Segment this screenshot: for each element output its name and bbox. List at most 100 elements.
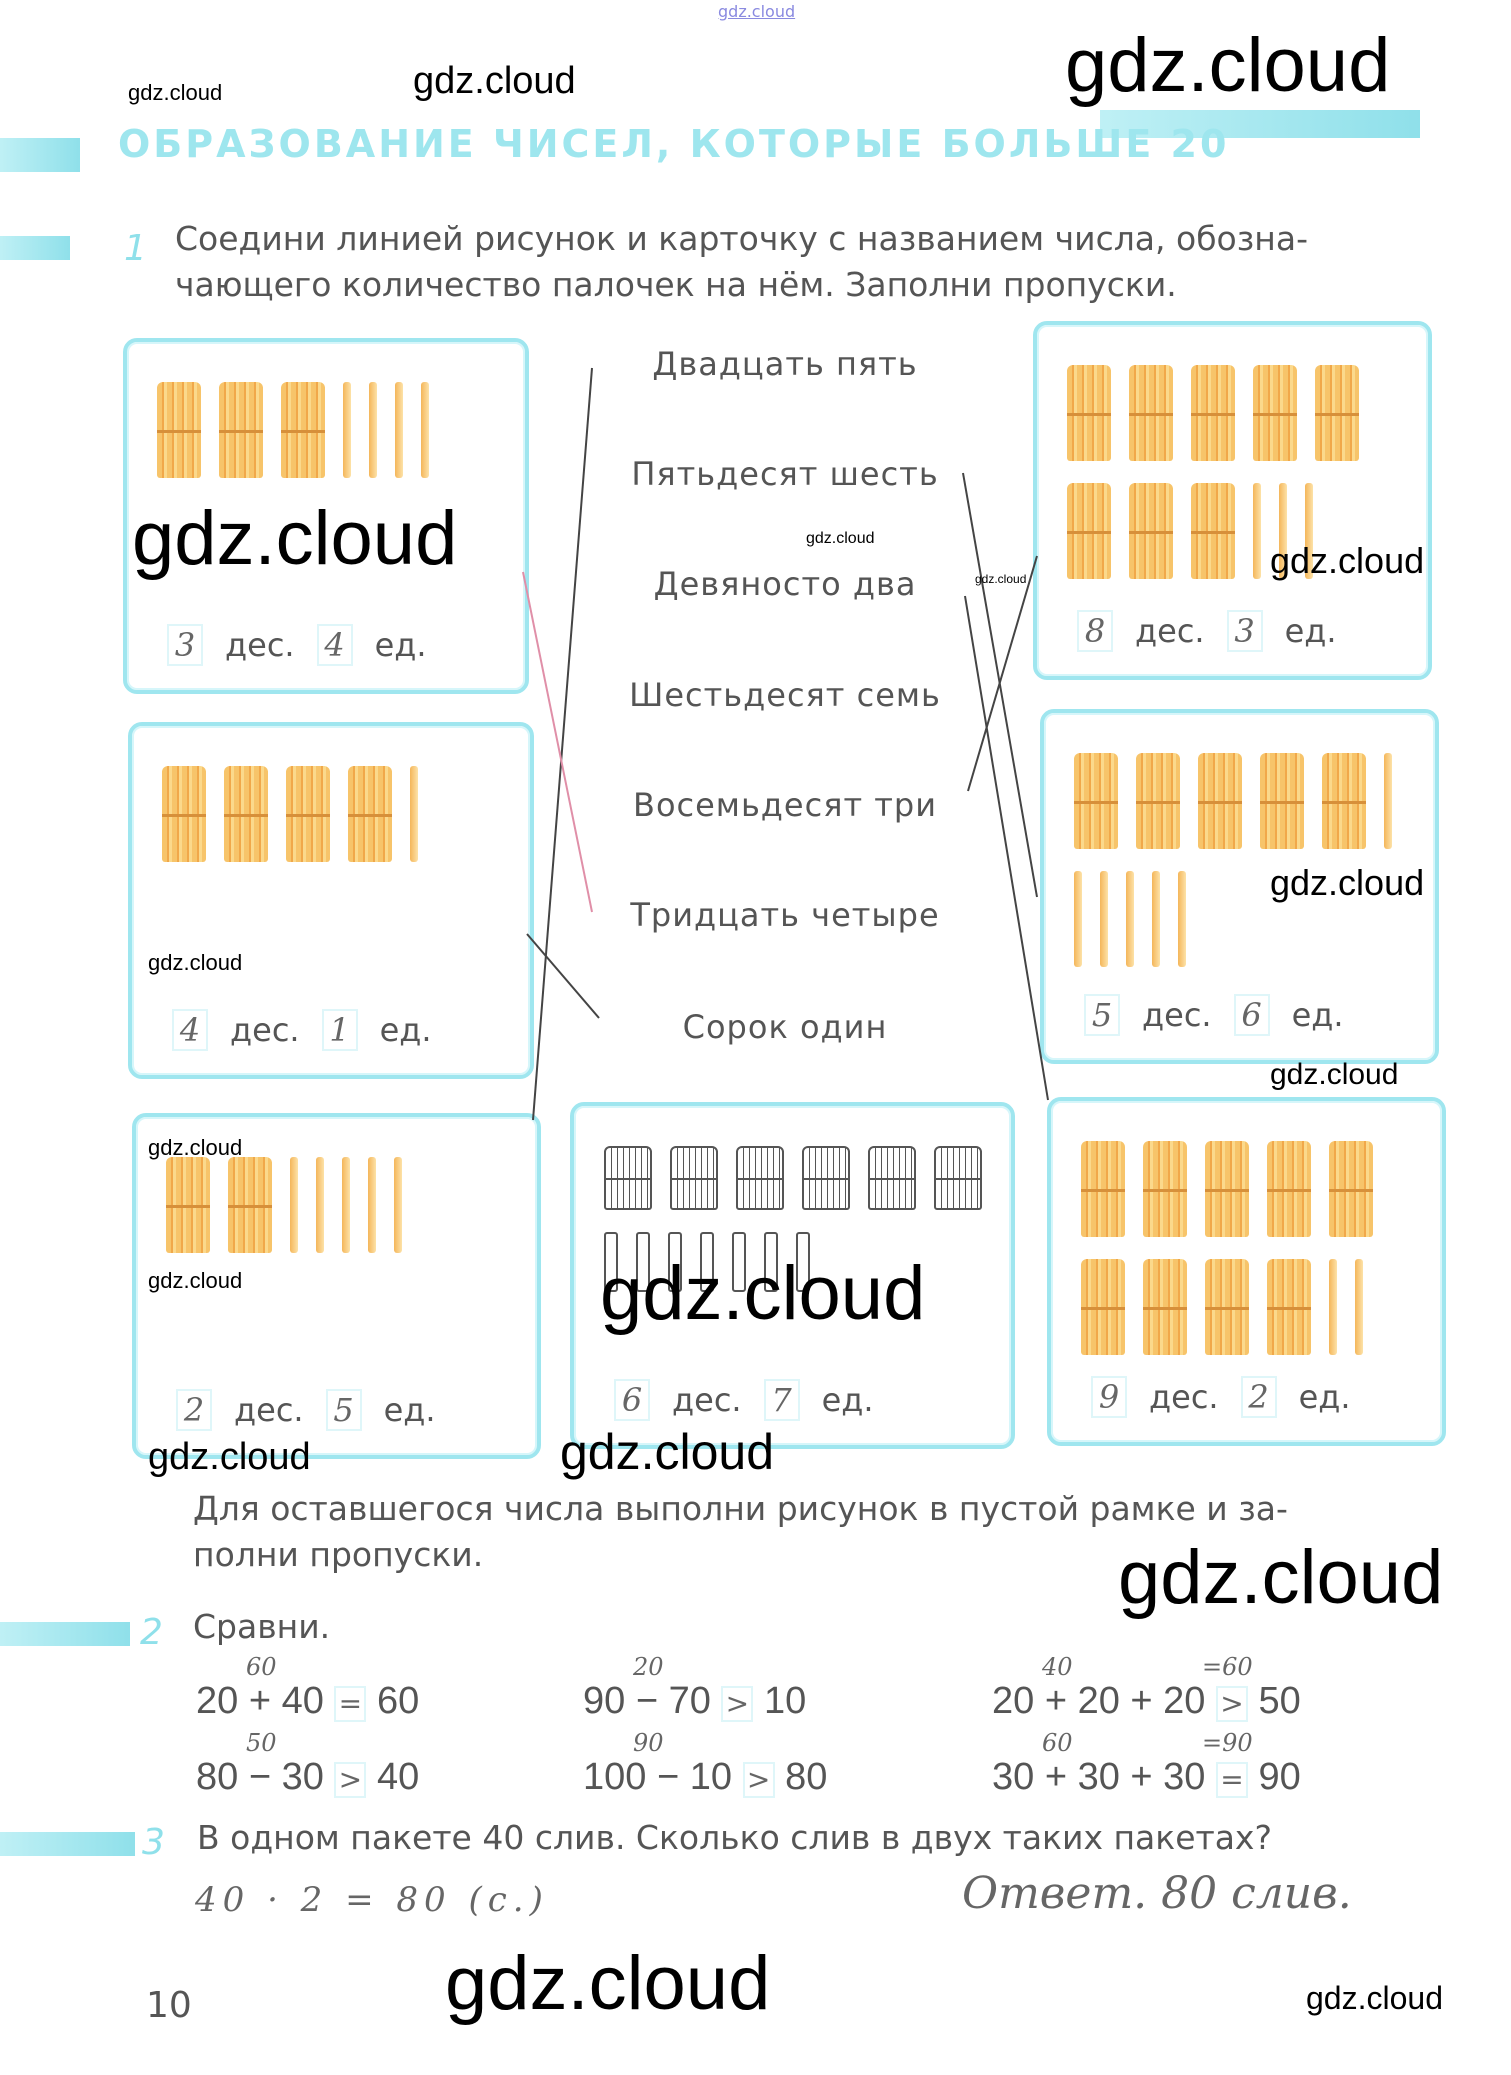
watermark: gdz.cloud [1270,1058,1399,1091]
stick-bundle [1081,1141,1125,1237]
watermark: gdz.cloud [1270,540,1425,581]
units-label: ед. [383,1391,436,1429]
single-stick [1329,1259,1337,1355]
units-label: ед. [821,1381,874,1419]
card-25[interactable]: Двадцать пять [652,345,918,383]
expression: 30 + 30 + 30 [992,1756,1206,1798]
stick-bundle [1329,1141,1373,1237]
tens-answer[interactable]: 2 [176,1389,212,1431]
note: 60 [1042,1729,1073,1757]
stick-bundle [286,766,330,862]
card-67[interactable]: Шестьдесят семь [629,676,941,714]
stick-bundle [281,382,325,478]
single-stick [368,1157,376,1253]
stick-bundle [1253,365,1297,461]
watermark: gdz.cloud [1306,1980,1443,2016]
stick-bundle [162,766,206,862]
tens-answer[interactable]: 8 [1077,610,1113,652]
stick-bundle [1081,1259,1125,1355]
single-stick [668,1232,682,1292]
line-34 [522,571,593,913]
stick-bundle [1205,1259,1249,1355]
compare-sign[interactable]: > [742,1762,775,1799]
watermark: gdz.cloud [148,1268,243,1293]
task2-band [0,1622,130,1646]
single-stick [1305,483,1313,579]
stick-bundle [1191,365,1235,461]
footer-line1: Для оставшегося числа выполни рисунок в … [193,1489,1288,1528]
page-number: 10 [146,1985,192,2026]
stick-bundle [1136,753,1180,849]
card-56[interactable]: Пятьдесят шесть [631,455,939,493]
units-answer[interactable]: 7 [763,1379,800,1421]
compare-value: 90 [1258,1756,1301,1798]
task1-line2: чающего количество палочек на нём. Запол… [175,265,1177,304]
stick-bundle [157,382,201,478]
card-92[interactable]: Девяносто два [653,565,917,603]
compare-value: 10 [763,1680,807,1722]
stick-bundle [868,1146,916,1210]
stick-bundle [1129,483,1173,579]
tens-label: дес. [234,1391,304,1429]
line-92 [964,595,1049,1101]
units-answer[interactable]: 1 [321,1009,358,1051]
card-83[interactable]: Восемьдесят три [632,786,938,824]
tens-answer[interactable]: 5 [1084,994,1120,1036]
stick-bundle [166,1157,210,1253]
card-41[interactable]: Сорок один [682,1008,888,1046]
top-mark: gdz.cloud [718,2,796,21]
single-stick [700,1232,714,1292]
single-stick [604,1232,618,1292]
note: 60 [246,1653,277,1681]
single-stick [1152,871,1160,967]
stick-bundle [219,382,263,478]
expression: 20 + 40 [196,1680,324,1722]
compare-sign[interactable]: > [721,1686,754,1723]
compare-sign[interactable]: > [1215,1686,1248,1723]
single-stick [343,382,351,478]
units-answer[interactable]: 3 [1226,610,1263,652]
compare-sign[interactable]: = [334,1686,367,1723]
stick-bundle [604,1146,652,1210]
line-25 [532,367,593,1121]
tens-answer[interactable]: 4 [172,1009,208,1051]
compare-value: 40 [376,1756,420,1798]
stick-bundle [1267,1141,1311,1237]
note-result: =90 [1202,1729,1253,1757]
tens-answer[interactable]: 9 [1091,1376,1127,1418]
stick-bundle [1322,753,1366,849]
tens-answer[interactable]: 3 [167,624,203,666]
compare-sign[interactable]: > [334,1762,367,1799]
units-label: ед. [379,1011,432,1049]
line-83 [967,555,1038,792]
sticks-picture [166,1157,517,1253]
tens-label: дес. [1142,996,1212,1034]
note: 40 [1042,1653,1073,1681]
title-band-right [1100,110,1420,138]
stick-box: 2 дес. 5 ед. [132,1113,541,1459]
single-stick [636,1232,650,1292]
compare-sign[interactable]: = [1215,1762,1248,1799]
card-34[interactable]: Тридцать четыре [630,896,940,934]
expression: 20 + 20 + 20 [992,1680,1206,1722]
watermark: gdz.cloud [445,1941,771,2026]
watermark: gdz.cloud [148,1135,243,1160]
note-result: =60 [1202,1653,1253,1681]
single-stick [316,1157,324,1253]
units-label: ед. [1291,996,1344,1034]
units-answer[interactable]: 6 [1233,994,1270,1036]
single-stick [1178,871,1186,967]
tens-units-label: 2 дес. 5 ед. [176,1389,436,1431]
note: 20 [633,1653,664,1681]
units-answer[interactable]: 2 [1240,1376,1277,1418]
units-answer[interactable]: 4 [316,624,353,666]
units-answer[interactable]: 5 [325,1389,362,1431]
tens-answer[interactable]: 6 [614,1379,650,1421]
